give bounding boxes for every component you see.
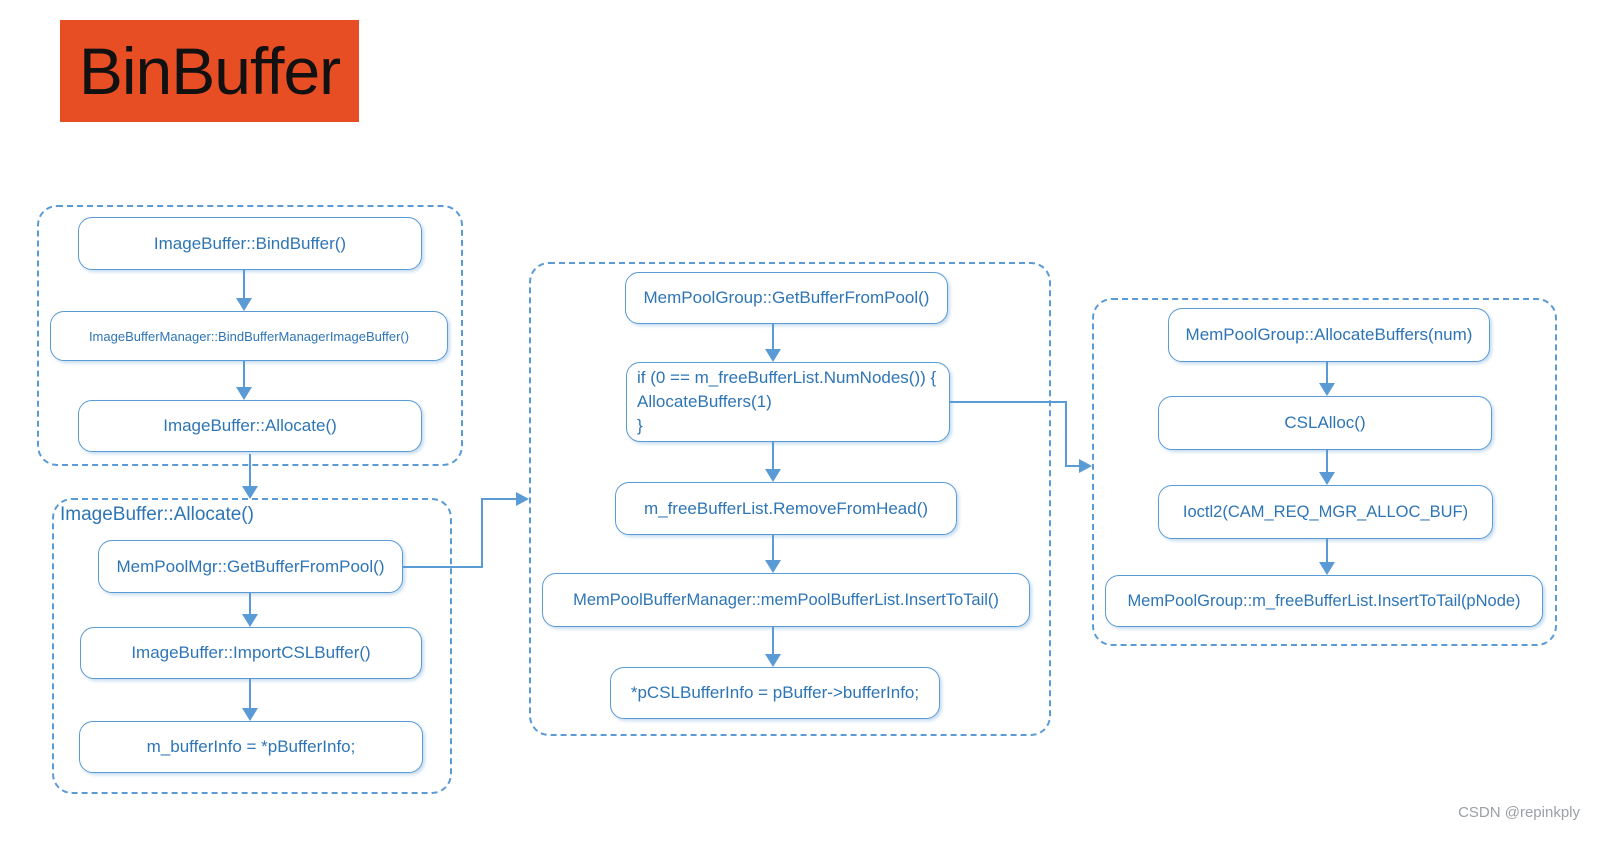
connector-if-h1 xyxy=(950,401,1067,403)
connector-getbuffer-h2 xyxy=(483,498,516,500)
arrow-stem-import-to-bufferinfo xyxy=(249,679,251,710)
arrow-down-icon xyxy=(765,349,781,362)
arrow-down-icon xyxy=(242,708,258,721)
node-mempoolbuffermanager-inserttotail: MemPoolBufferManager::memPoolBufferList.… xyxy=(542,573,1030,627)
arrow-stem-ioctl2-to-inserttotail xyxy=(1326,539,1328,564)
arrow-stem-getbuffer-to-import xyxy=(249,593,251,616)
node-ioctl2-cam-req-mgr-alloc-buf: Ioctl2(CAM_REQ_MGR_ALLOC_BUF) xyxy=(1158,485,1493,539)
arrow-down-icon xyxy=(765,469,781,482)
arrow-down-icon xyxy=(242,486,258,499)
arrow-down-icon xyxy=(1319,562,1335,575)
page-title: BinBuffer xyxy=(78,34,341,108)
connector-getbuffer-v xyxy=(481,498,483,568)
arrow-down-icon xyxy=(236,298,252,311)
arrow-stem-manager-to-allocate xyxy=(243,361,245,389)
arrow-down-icon xyxy=(765,560,781,573)
arrow-down-icon xyxy=(1319,383,1335,396)
connector-if-h2 xyxy=(1067,465,1080,467)
node-mempoolmgr-getbufferfrompool: MemPoolMgr::GetBufferFromPool() xyxy=(98,540,403,593)
arrow-stem-remove-to-inserttotail xyxy=(772,535,774,562)
node-cslalloc: CSLAlloc() xyxy=(1158,396,1492,450)
arrow-stem-getpool-to-if xyxy=(772,324,774,351)
group-label-imagebuffer-allocate: ImageBuffer::Allocate() xyxy=(60,504,254,525)
group-frame-mempoolgroup-getbufferfrompool xyxy=(529,262,1051,736)
arrow-down-icon xyxy=(242,614,258,627)
arrow-stem-bindbuffer-to-manager xyxy=(243,270,245,300)
node-mempoolgroup-getbufferfrompool: MemPoolGroup::GetBufferFromPool() xyxy=(625,272,948,324)
node-imagebuffer-bindbuffer: ImageBuffer::BindBuffer() xyxy=(78,217,422,270)
connector-if-v xyxy=(1065,401,1067,467)
arrow-stem-allocbuffers-to-cslalloc xyxy=(1326,362,1328,385)
group-frame-imagebuffer-allocate xyxy=(52,498,452,794)
arrow-stem-allocate-to-group2 xyxy=(249,454,251,488)
node-imagebuffer-importcslbuffer: ImageBuffer::ImportCSLBuffer() xyxy=(80,627,422,679)
group-frame-mempoolgroup-allocatebuffers xyxy=(1092,298,1557,646)
node-mbufferinfo-assign: m_bufferInfo = *pBufferInfo; xyxy=(79,721,423,773)
node-imagebuffer-allocate: ImageBuffer::Allocate() xyxy=(78,400,422,452)
node-if-freebufferlist-numnodes: if (0 == m_freeBufferList.NumNodes()) { … xyxy=(626,362,950,442)
arrow-down-icon xyxy=(765,654,781,667)
node-pcslbufferinfo-assign: *pCSLBufferInfo = pBuffer->bufferInfo; xyxy=(610,667,940,719)
title-banner: BinBuffer xyxy=(60,20,359,122)
arrow-down-icon xyxy=(236,387,252,400)
watermark: CSDN @repinkply xyxy=(1458,804,1580,821)
node-freebufferlist-removefromhead: m_freeBufferList.RemoveFromHead() xyxy=(615,482,957,535)
arrow-stem-cslalloc-to-ioctl2 xyxy=(1326,450,1328,474)
node-mempoolgroup-freebufferlist-inserttotail: MemPoolGroup::m_freeBufferList.InsertToT… xyxy=(1105,575,1543,627)
node-imagebuffermanager-bindbuffermanagerimagebuffer: ImageBufferManager::BindBufferManagerIma… xyxy=(50,311,448,361)
node-mempoolgroup-allocatebuffers: MemPoolGroup::AllocateBuffers(num) xyxy=(1168,308,1490,362)
arrow-stem-if-to-removefromhead xyxy=(772,442,774,471)
connector-getbuffer-h1 xyxy=(403,566,483,568)
arrow-stem-insert-to-pcsl xyxy=(772,627,774,656)
arrow-right-icon xyxy=(516,492,529,506)
arrow-right-icon xyxy=(1079,459,1092,473)
arrow-down-icon xyxy=(1319,472,1335,485)
